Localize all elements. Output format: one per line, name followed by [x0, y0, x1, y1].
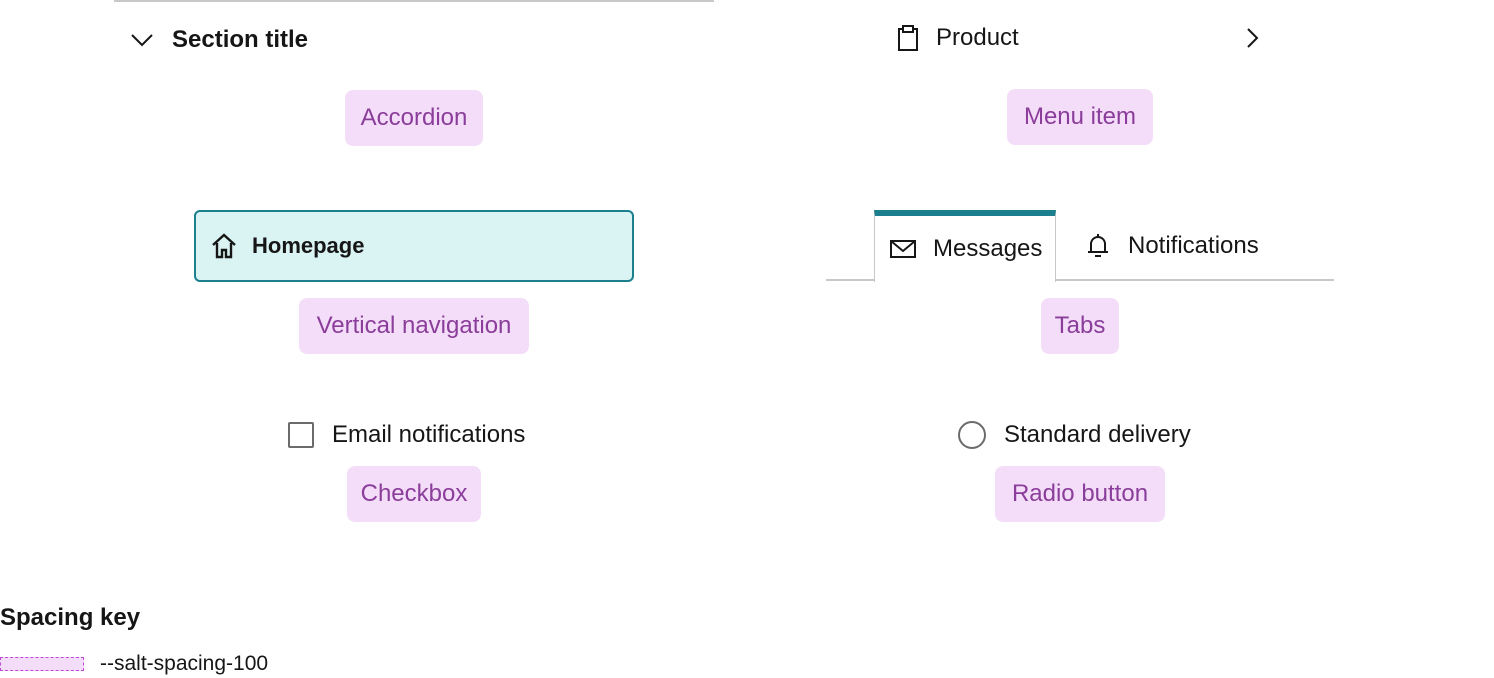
tabs-caption: Tabs: [1041, 298, 1119, 354]
tab-notifications[interactable]: Notifications: [1084, 216, 1259, 276]
tab-label: Notifications: [1128, 232, 1259, 259]
accordion-divider: [114, 0, 714, 2]
clipboard-icon: [894, 24, 922, 52]
radio-button-caption: Radio button: [995, 466, 1165, 522]
accordion-header[interactable]: Section title: [128, 22, 308, 58]
spacing-key-entry: --salt-spacing-100: [0, 650, 268, 678]
menu-item-product[interactable]: Product: [894, 20, 1266, 56]
checkbox-label: Email notifications: [332, 421, 526, 448]
vertical-nav-item-homepage[interactable]: Homepage: [194, 210, 634, 282]
chevron-right-icon: [1238, 24, 1266, 52]
tab-label: Messages: [933, 235, 1043, 262]
chevron-down-icon: [128, 26, 156, 54]
checkbox-caption: Checkbox: [347, 466, 481, 522]
checkbox-box[interactable]: [288, 422, 314, 448]
vertical-nav-label: Homepage: [252, 233, 365, 258]
home-icon: [210, 232, 238, 260]
accordion-title: Section title: [172, 26, 309, 53]
spacing-key-label: --salt-spacing-100: [100, 652, 269, 675]
radio-label: Standard delivery: [1004, 421, 1191, 448]
bell-icon: [1084, 232, 1112, 260]
radio-circle[interactable]: [958, 421, 986, 449]
radio-standard-delivery[interactable]: Standard delivery: [958, 418, 1191, 452]
spacing-swatch: [0, 657, 84, 671]
tab-messages[interactable]: Messages: [874, 210, 1056, 282]
tabs-baseline: [826, 279, 1334, 281]
checkbox-email-notifications[interactable]: Email notifications: [288, 418, 525, 452]
menu-item-caption: Menu item: [1007, 89, 1153, 145]
mail-icon: [889, 235, 917, 263]
menu-item-label: Product: [936, 24, 1019, 51]
accordion-caption: Accordion: [345, 90, 483, 146]
spacing-key-title: Spacing key: [0, 604, 141, 631]
vertical-navigation-caption: Vertical navigation: [299, 298, 529, 354]
